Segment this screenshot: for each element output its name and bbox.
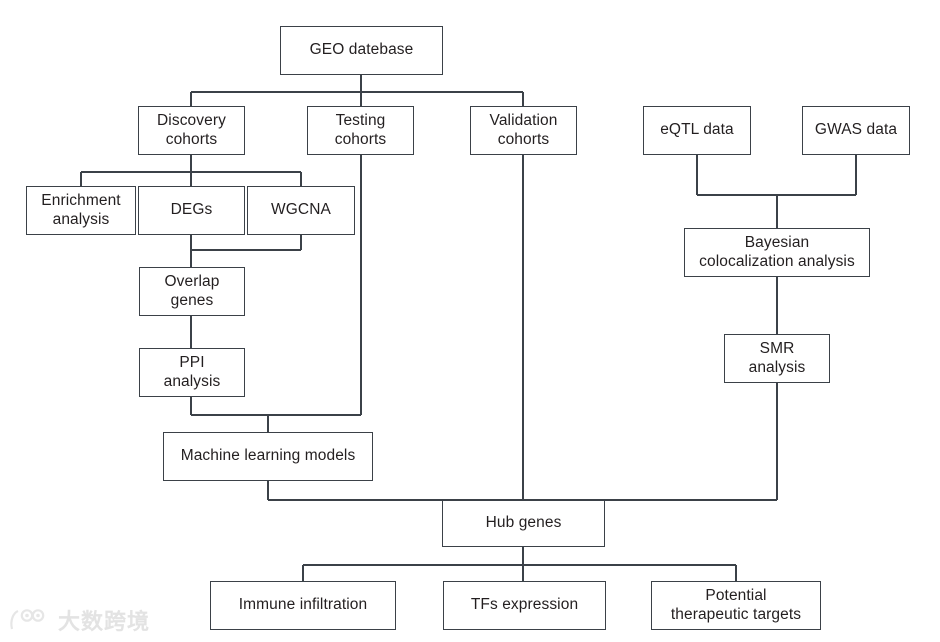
node-gwas[interactable]: GWAS data [802, 106, 910, 155]
node-label-ml: Machine learning models [180, 447, 356, 465]
node-wgcna[interactable]: WGCNA [247, 186, 355, 235]
owl-logo-icon [10, 609, 45, 630]
node-hub[interactable]: Hub genes [442, 500, 605, 547]
node-geo[interactable]: GEO datebase [280, 26, 443, 75]
node-degs[interactable]: DEGs [138, 186, 245, 235]
node-label-geo: GEO datebase [309, 41, 414, 59]
node-label-immune: Immune infiltration [238, 596, 368, 614]
node-eqtl[interactable]: eQTL data [643, 106, 751, 155]
node-label-wgcna: WGCNA [271, 201, 331, 219]
node-immune[interactable]: Immune infiltration [210, 581, 396, 630]
watermark-text: 大数跨境 [58, 610, 151, 635]
node-ml[interactable]: Machine learning models [163, 432, 373, 481]
node-label-hub: Hub genes [485, 514, 562, 532]
node-label-degs: DEGs [170, 201, 213, 219]
node-label-eqtl: eQTL data [660, 121, 734, 139]
node-label-gwas: GWAS data [814, 121, 898, 139]
node-label-tfs: TFs expression [470, 596, 579, 614]
node-tfs[interactable]: TFs expression [443, 581, 606, 630]
watermark: 大数跨境 [8, 602, 184, 638]
